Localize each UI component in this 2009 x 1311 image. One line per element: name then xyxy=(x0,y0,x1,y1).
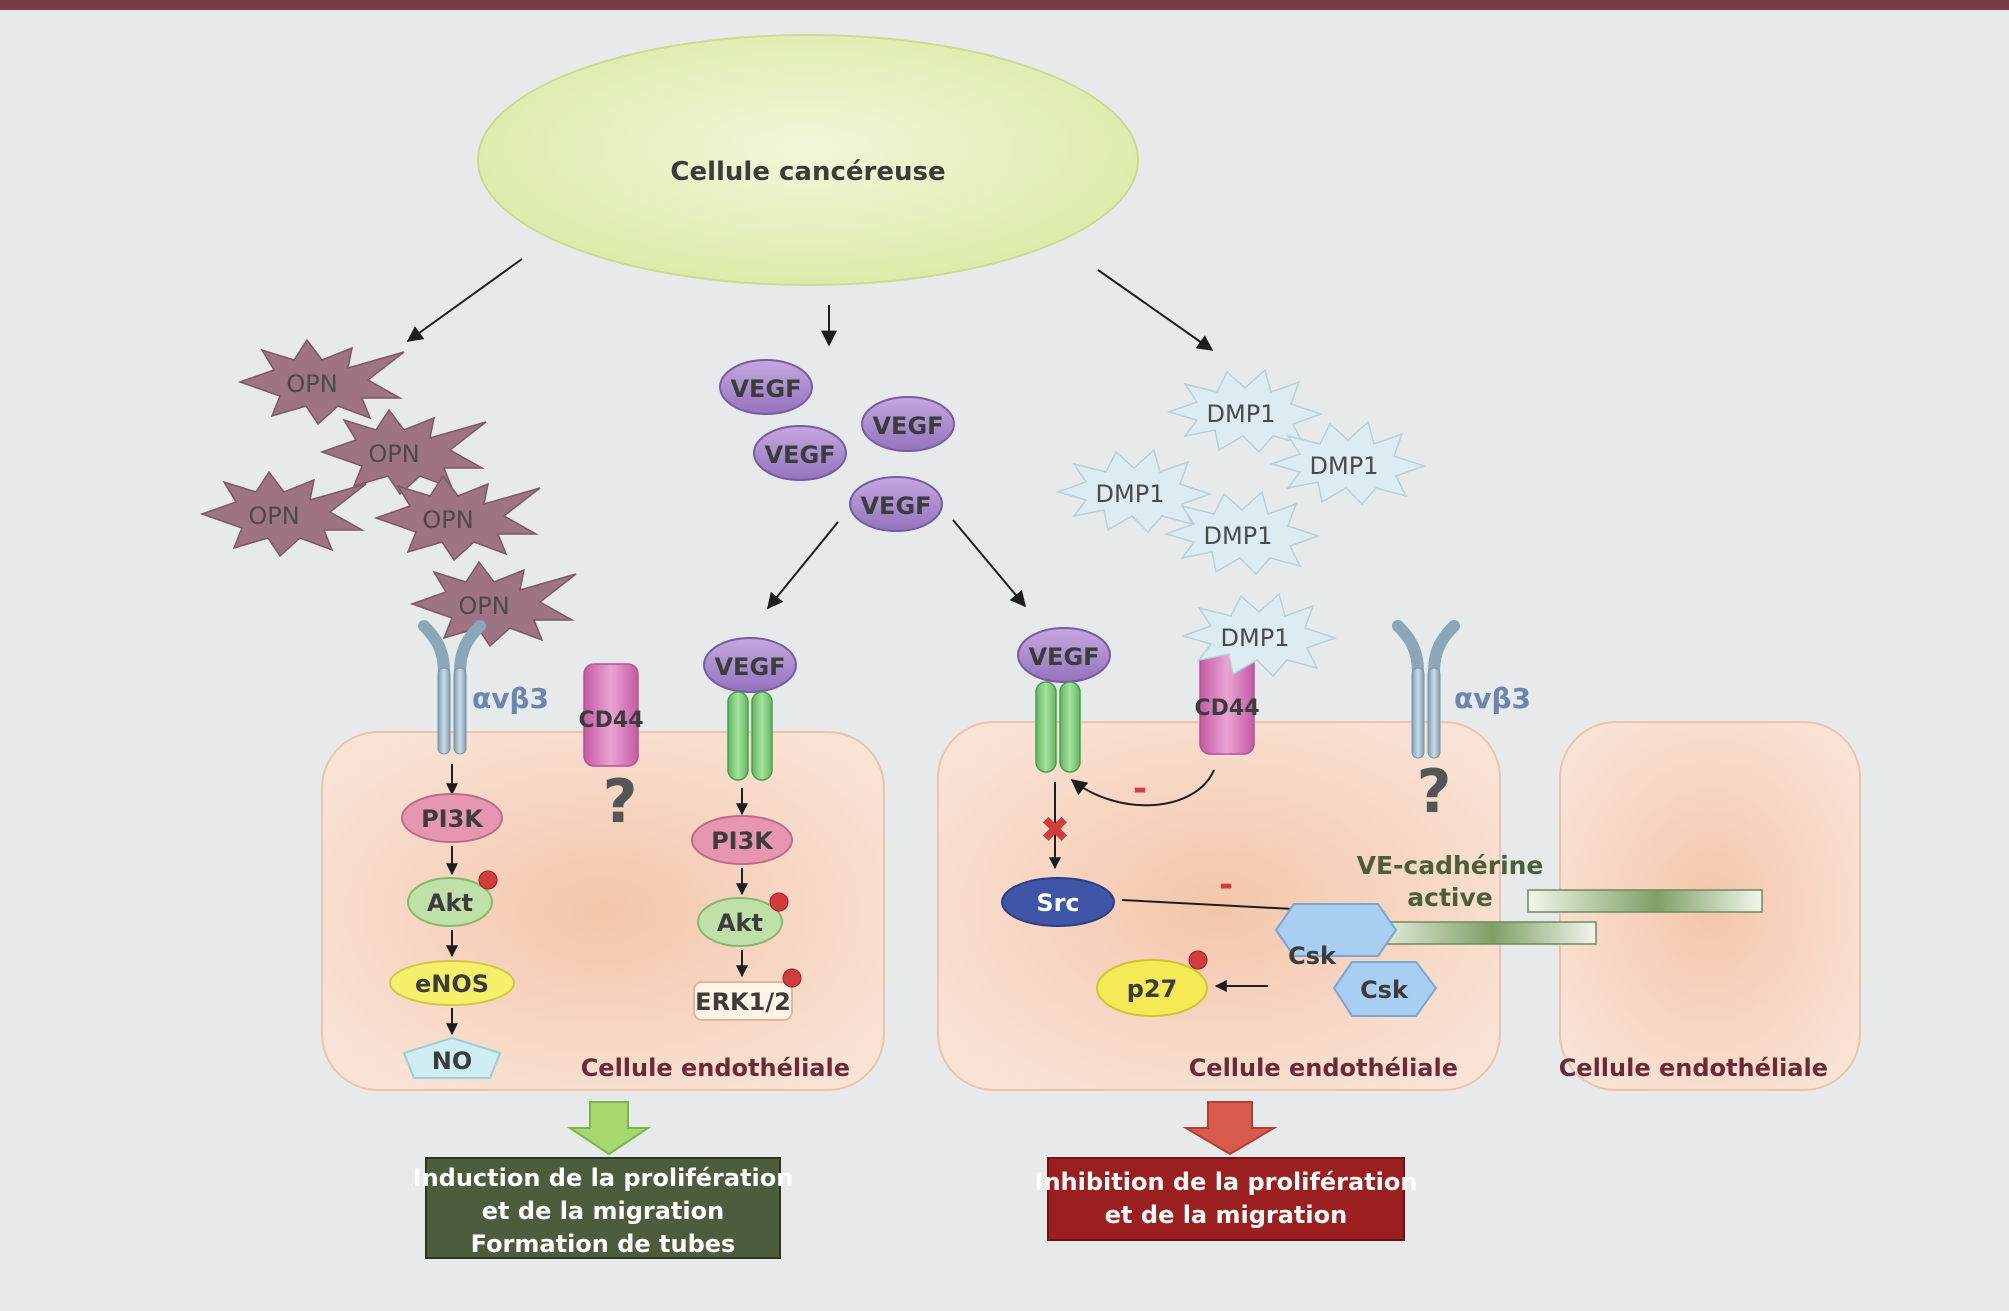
opn-molecule: OPN xyxy=(237,338,405,426)
csk-node: Csk xyxy=(1274,903,1398,970)
pi3k-node: PI3K xyxy=(401,793,503,843)
enos-label: eNOS xyxy=(415,970,489,998)
p27-label: p27 xyxy=(1127,975,1178,1003)
arrow-to-opn xyxy=(406,258,523,342)
enos-node: eNOS xyxy=(389,960,515,1006)
ve-cadherin-bar-lower xyxy=(1365,921,1597,945)
vegf-label: VEGF xyxy=(714,653,785,681)
csk-label: Csk xyxy=(1288,942,1337,970)
opn-molecule: OPN xyxy=(319,408,487,496)
positive-outcome-box: Induction de la prolifération et de la m… xyxy=(413,1157,794,1259)
opn-molecule: OPN xyxy=(199,470,367,558)
ve-cadherin-active-label: active xyxy=(1407,883,1492,912)
top-rule xyxy=(0,0,2009,10)
negative-outcome-box: Inhibition de la prolifération et de la … xyxy=(1035,1157,1418,1241)
opn-molecule-bound: OPN xyxy=(409,560,577,648)
positive-outcome-arrow xyxy=(566,1101,652,1156)
dmp1-molecule: DMP1 xyxy=(1163,490,1321,576)
positive-outcome-line: Formation de tubes xyxy=(471,1230,736,1258)
dmp1-label: DMP1 xyxy=(1221,624,1290,652)
cancer-cell: Cellule cancéreuse xyxy=(477,34,1139,286)
p27-node: p27 xyxy=(1096,950,1208,1017)
cd44-inhibits-vegfr-arrow xyxy=(1070,769,1215,807)
ve-cadherin-bar-upper xyxy=(1527,889,1763,913)
minus-sign: - xyxy=(1133,769,1147,809)
akt-node: Akt xyxy=(407,870,498,927)
vegf-molecule: VEGF xyxy=(753,425,847,481)
cd44-receptor: CD44 xyxy=(1194,651,1260,755)
arrow-vegf-left xyxy=(766,521,839,610)
opn-label: OPN xyxy=(422,506,473,534)
vegf-label: VEGF xyxy=(1028,643,1099,671)
vegf-bound: VEGF xyxy=(703,637,797,693)
unknown-mechanism-mark: ? xyxy=(603,767,638,837)
vegf-molecule: VEGF xyxy=(849,476,943,532)
dmp1-label: DMP1 xyxy=(1207,400,1276,428)
vegf-molecule: VEGF xyxy=(861,396,955,452)
src-node: Src xyxy=(1001,877,1115,927)
no-node: NO xyxy=(402,1036,502,1079)
positive-outcome-line: Induction de la prolifération xyxy=(413,1164,794,1192)
vegf-label: VEGF xyxy=(730,375,801,403)
vegf-bound: VEGF xyxy=(1017,627,1111,683)
akt-label: Akt xyxy=(717,909,763,937)
dmp1-label: DMP1 xyxy=(1096,480,1165,508)
akt-label: Akt xyxy=(427,889,473,917)
opn-label: OPN xyxy=(368,440,419,468)
endothelial-cell-label: Cellule endothéliale xyxy=(581,1054,850,1082)
block-mark: ✖ xyxy=(1040,810,1070,851)
ve-cadherin-label: VE-cadhérine xyxy=(1357,851,1544,880)
negative-outcome-line: Inhibition de la prolifération xyxy=(1035,1168,1418,1196)
pi3k-label: PI3K xyxy=(421,805,484,833)
unknown-mechanism-mark: ? xyxy=(1417,757,1452,827)
cd44-label: CD44 xyxy=(1194,696,1259,721)
arrow-vegf-right xyxy=(952,519,1027,608)
negative-outcome-line: et de la migration xyxy=(1105,1201,1347,1229)
endothelial-cell-label: Cellule endothéliale xyxy=(1559,1054,1828,1082)
cancer-cell-label: Cellule cancéreuse xyxy=(670,157,945,187)
positive-outcome-line: et de la migration xyxy=(482,1197,724,1225)
negative-outcome-arrow xyxy=(1182,1101,1278,1156)
phospho-dot xyxy=(782,968,802,988)
phospho-dot xyxy=(1188,950,1208,970)
dmp1-molecule-bound: DMP1 xyxy=(1180,592,1338,678)
dmp1-label: DMP1 xyxy=(1310,452,1379,480)
dmp1-molecule: DMP1 xyxy=(1055,448,1213,534)
cd44-label: CD44 xyxy=(578,708,643,733)
vegf-label: VEGF xyxy=(764,441,835,469)
integrin-receptor xyxy=(418,620,486,755)
integrin-receptor xyxy=(1392,620,1460,759)
vegf-molecule: VEGF xyxy=(719,359,813,415)
arrow-to-dmp1 xyxy=(1097,269,1214,351)
no-label: NO xyxy=(432,1047,473,1075)
opn-label: OPN xyxy=(458,592,509,620)
erk-node: ERK1/2 xyxy=(693,968,802,1021)
cd44-receptor: CD44 xyxy=(578,663,644,767)
csk-label: Csk xyxy=(1360,976,1409,1004)
integrin-label: αvβ3 xyxy=(472,682,549,715)
pi3k-node: PI3K xyxy=(691,815,793,865)
csk-node: Csk xyxy=(1332,961,1438,1017)
src-label: Src xyxy=(1036,889,1079,917)
vegf-label: VEGF xyxy=(860,492,931,520)
minus-sign: - xyxy=(1219,865,1233,905)
opn-label: OPN xyxy=(248,502,299,530)
vegf-label: VEGF xyxy=(872,412,943,440)
dmp1-label: DMP1 xyxy=(1204,522,1273,550)
integrin-label: αvβ3 xyxy=(1454,682,1531,715)
opn-molecule: OPN xyxy=(373,474,541,562)
dmp1-molecule: DMP1 xyxy=(1166,368,1324,454)
phospho-dot xyxy=(769,892,789,912)
vegf-receptor xyxy=(1035,681,1081,773)
vegf-receptor xyxy=(727,691,773,781)
pi3k-label: PI3K xyxy=(711,827,774,855)
opn-label: OPN xyxy=(286,370,337,398)
phospho-dot xyxy=(478,870,498,890)
dmp1-molecule: DMP1 xyxy=(1269,420,1427,506)
erk-label: ERK1/2 xyxy=(695,988,791,1016)
akt-node: Akt xyxy=(697,892,789,947)
endothelial-cell-label: Cellule endothéliale xyxy=(1189,1054,1458,1082)
